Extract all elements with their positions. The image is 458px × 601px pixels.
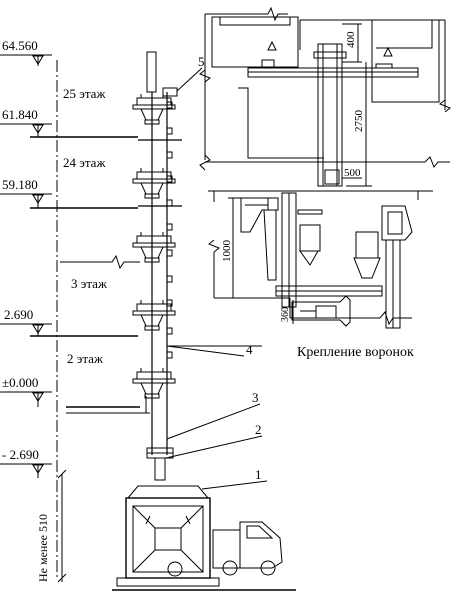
wall-bracket	[166, 351, 173, 359]
chute-pipe	[146, 51, 178, 455]
detail-side-view: 1000 360	[208, 190, 433, 329]
wall-bracket	[166, 275, 173, 283]
callout-4: 4	[166, 342, 262, 357]
callout-number: 2	[255, 422, 262, 437]
floor-label-3: 3 этаж	[71, 276, 108, 291]
dim-500: 500	[344, 167, 361, 179]
callout-number: 3	[252, 390, 259, 405]
brackets	[166, 101, 173, 359]
wall-bracket	[166, 199, 173, 207]
wall-bracket	[166, 151, 173, 159]
level-mark-2690: 2.690	[0, 307, 52, 336]
level-mark-59180: 59.180	[0, 177, 52, 208]
dim-1000: 1000	[221, 240, 233, 263]
waste-bin-container	[112, 485, 296, 591]
level-value: 64.560	[2, 38, 38, 53]
wall-bracket	[166, 327, 173, 335]
level-mark-minus2690: - 2.690	[0, 447, 52, 478]
detail-caption: Крепление воронок	[297, 345, 414, 360]
level-mark-0000: ±0.000	[0, 375, 52, 407]
hopper-unit	[132, 300, 176, 331]
level-value: ±0.000	[2, 375, 38, 390]
garbage-truck	[212, 521, 283, 576]
level-value: 59.180	[2, 177, 38, 192]
callout-number: 5	[198, 54, 205, 69]
dim-2750: 2750	[353, 110, 365, 133]
floor-label-24: 24 этаж	[63, 155, 106, 170]
wall-bracket	[166, 127, 173, 135]
chute-hoppers	[132, 94, 176, 399]
detail-top-view: 400 2750 500	[199, 6, 451, 187]
level-mark-64560: 64.560	[0, 38, 52, 66]
wall-bracket	[166, 299, 173, 307]
hopper-unit	[132, 168, 176, 199]
callout-number: 1	[255, 467, 262, 482]
level-mark-61840: 61.840	[0, 107, 52, 137]
floor-label-2: 2 этаж	[67, 351, 104, 366]
level-value: 2.690	[4, 307, 33, 322]
callout-2: 2	[165, 422, 263, 459]
wall-bracket	[166, 249, 173, 257]
hopper-unit	[132, 232, 176, 263]
hopper-unit	[132, 368, 176, 399]
shutter-valve	[146, 447, 174, 481]
level-value: 61.840	[2, 107, 38, 122]
hopper-unit	[132, 94, 176, 125]
level-value: - 2.690	[2, 447, 39, 462]
min-height-dimension: Не менее 510	[36, 514, 50, 582]
floor-label-25: 25 этаж	[63, 86, 106, 101]
floor-slabs	[30, 136, 182, 414]
callout-3: 3	[166, 390, 261, 440]
callout-1: 1	[201, 467, 268, 490]
dim-360: 360	[280, 307, 291, 322]
wall-bracket	[166, 223, 173, 231]
dim-400: 400	[345, 31, 357, 48]
callout-5: 5	[176, 54, 205, 92]
callout-number: 4	[246, 342, 253, 357]
